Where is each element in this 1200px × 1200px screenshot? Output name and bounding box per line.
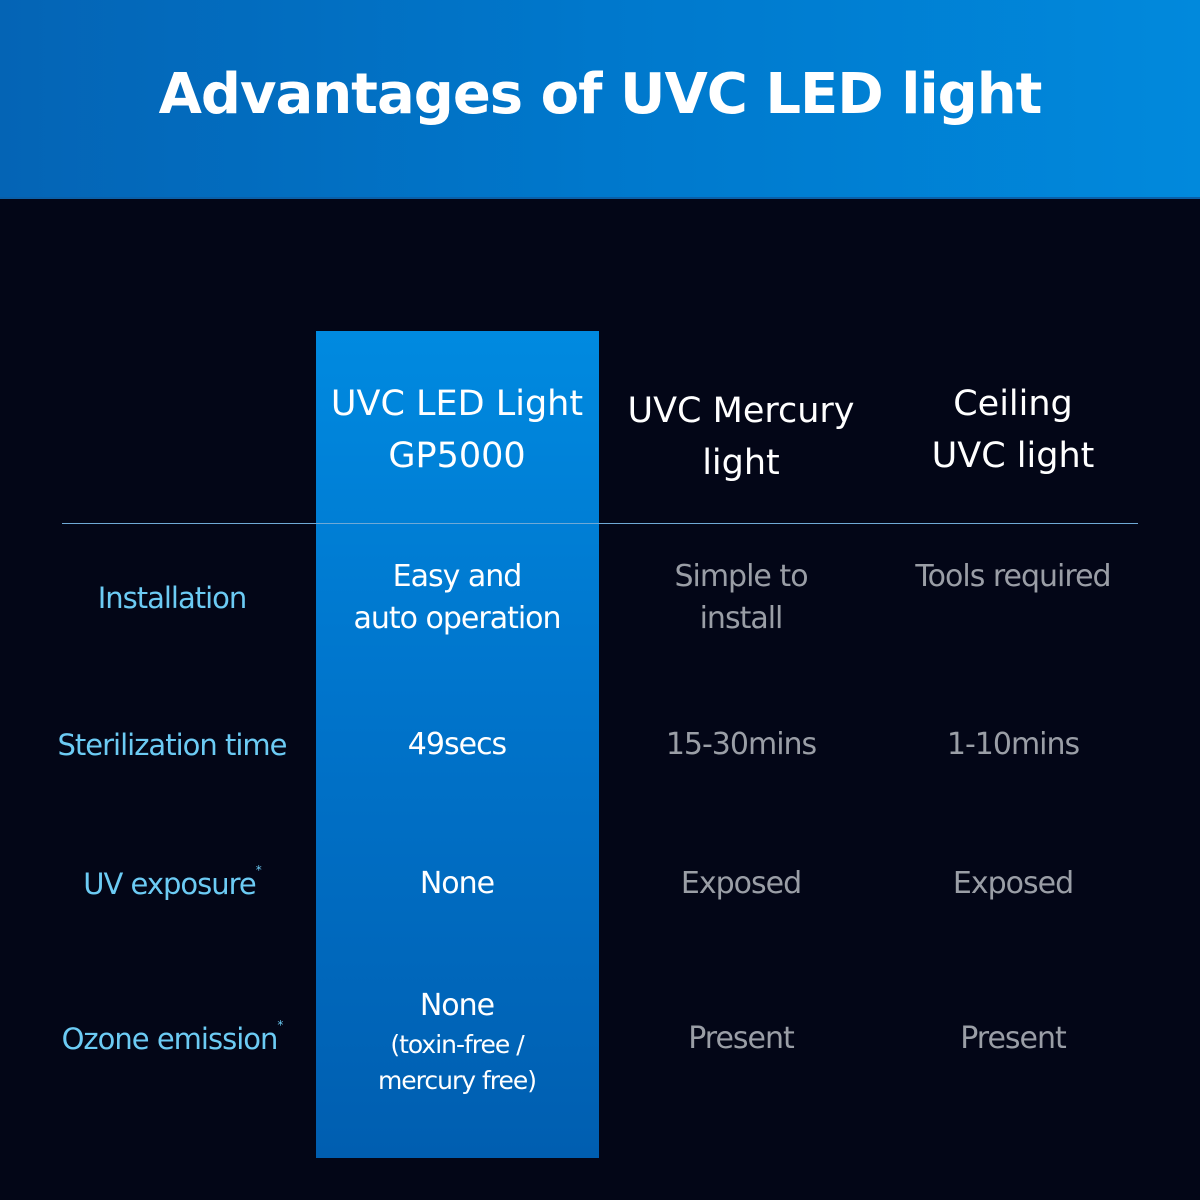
column-header-line: Ceiling — [953, 384, 1073, 424]
cell-ceiling-ozone: Present — [960, 1021, 1067, 1056]
footnote-mark: * — [255, 863, 262, 877]
page-title: Advantages of UVC LED light — [158, 62, 1043, 127]
row-label-installation: Installation — [97, 581, 248, 615]
cell-mercury-sterilization: 15-30mins — [665, 727, 817, 762]
header-divider — [62, 523, 1138, 524]
cell-ceiling-sterilization: 1-10mins — [946, 727, 1080, 762]
column-header-ceiling: Ceiling UVC light — [932, 378, 1095, 482]
cell-ceiling-installation: Tools required — [915, 559, 1111, 594]
cell-ceiling-uv-exposure: Exposed — [952, 866, 1074, 901]
column-header-line: UVC Mercury — [627, 391, 855, 431]
cell-mercury-uv-exposure: Exposed — [680, 866, 802, 901]
footnote-mark: * — [277, 1018, 283, 1032]
cell-led-uv-exposure: None — [419, 866, 495, 901]
column-header-uvc-led: UVC LED Light GP5000 — [331, 378, 583, 482]
column-header-line: UVC light — [931, 436, 1095, 476]
highlight-column — [316, 331, 599, 1158]
row-label-ozone-emission: Ozone emission* — [61, 1018, 284, 1056]
row-label-sterilization-time: Sterilization time — [57, 728, 288, 762]
column-header-mercury: UVC Mercury light — [627, 385, 854, 489]
cell-led-ozone: None (toxin-free / mercury free) — [377, 988, 537, 1095]
cell-mercury-ozone: Present — [688, 1021, 795, 1056]
column-header-line: GP5000 — [388, 436, 526, 476]
cell-led-sterilization: 49secs — [407, 727, 507, 762]
header-banner — [0, 0, 1200, 199]
column-header-line: light — [702, 443, 780, 483]
column-header-line: UVC LED Light — [330, 384, 584, 424]
row-label-uv-exposure: UV exposure* — [83, 863, 262, 901]
